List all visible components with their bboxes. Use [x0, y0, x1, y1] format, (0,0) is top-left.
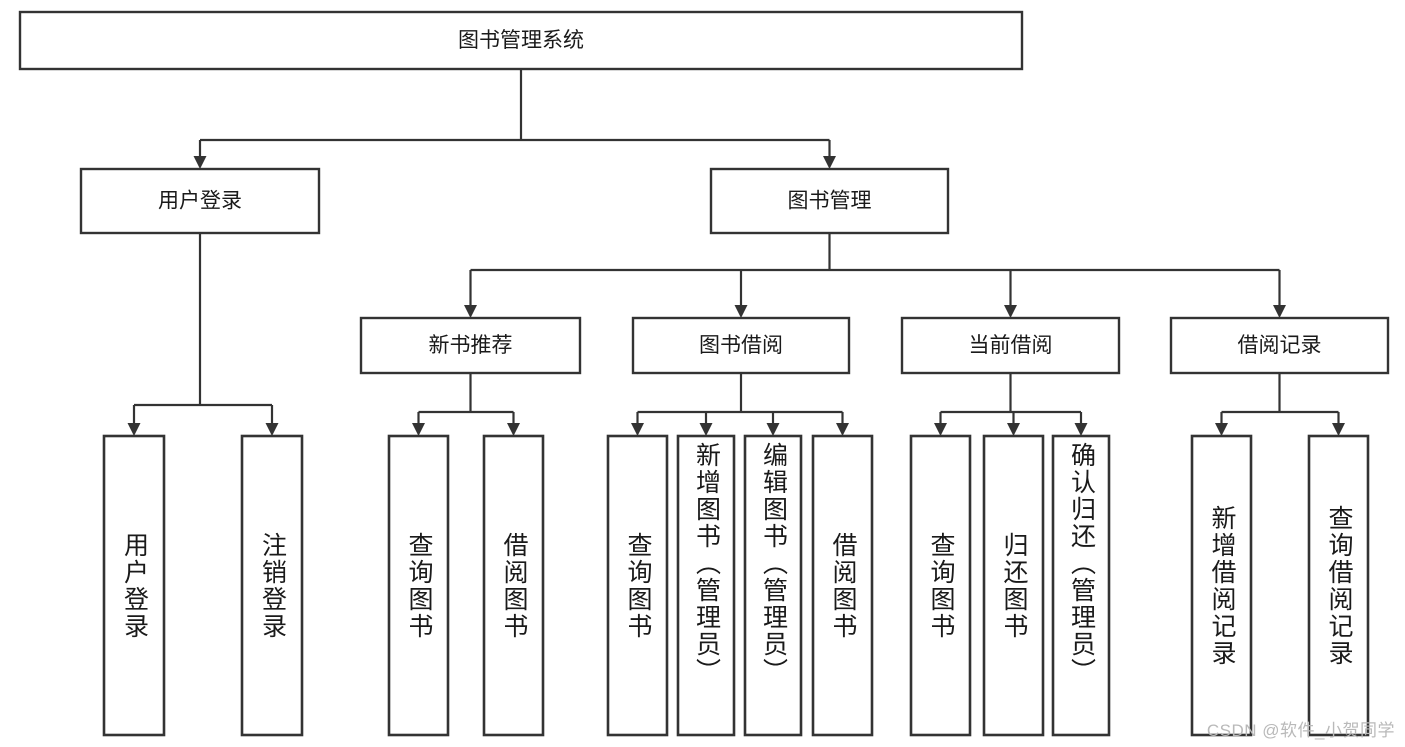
level3-node-current-borrow[interactable] [900, 316, 1121, 375]
arrow-head-root-to-level2-0 [193, 156, 207, 169]
leaf-node-leaf-query-record[interactable] [1307, 434, 1370, 737]
arrow-head-book-borrow-to-leaves-1 [699, 423, 713, 436]
leaf-node-leaf-user-logout[interactable] [240, 434, 304, 737]
level3-node-label-borrow-record: 借阅记录 [1238, 334, 1322, 357]
node-box-layer [18, 10, 1390, 737]
arrow-head-book-borrow-to-leaves-3 [836, 423, 849, 436]
leaf-node-leaf-borrow-book-2[interactable] [811, 434, 874, 737]
arrow-head-borrow-record-to-leaves-0 [1215, 423, 1228, 436]
leaf-node-leaf-query-book-1[interactable] [387, 434, 450, 737]
arrow-head-book-manage-to-level3-2 [1004, 305, 1017, 318]
leaf-node-leaf-query-book-3[interactable] [909, 434, 972, 737]
level3-node-label-new-book-rec: 新书推荐 [429, 334, 513, 357]
leaf-node-leaf-borrow-book-1[interactable] [482, 434, 545, 737]
level2-node-label-user-login: 用户登录 [158, 190, 242, 213]
watermark-text: CSDN @软件_小贺同学 [1206, 721, 1395, 740]
leaf-node-leaf-add-book[interactable] [676, 434, 736, 737]
level3-node-label-book-borrow: 图书借阅 [699, 334, 783, 357]
leaf-node-leaf-edit-book[interactable] [743, 434, 803, 737]
level3-node-borrow-record[interactable] [1169, 316, 1390, 375]
level2-node-label-book-manage: 图书管理 [788, 190, 872, 213]
level3-node-new-book-rec[interactable] [359, 316, 582, 375]
level3-node-label-current-borrow: 当前借阅 [969, 334, 1053, 357]
arrow-head-book-manage-to-level3-0 [464, 305, 477, 318]
arrow-head-book-manage-to-level3-3 [1273, 305, 1286, 318]
leaf-node-leaf-query-book-2[interactable] [606, 434, 669, 737]
arrow-head-book-borrow-to-leaves-0 [631, 423, 644, 436]
arrow-head-user-login-to-leaves-1 [265, 423, 279, 436]
arrow-head-current-borrow-to-leaves-0 [934, 423, 947, 436]
arrow-head-book-borrow-to-leaves-2 [766, 423, 780, 436]
level3-node-book-borrow[interactable] [631, 316, 851, 375]
leaf-node-leaf-confirm-return[interactable] [1051, 434, 1111, 737]
arrow-head-new-book-rec-to-leaves-0 [412, 423, 425, 436]
arrow-head-new-book-rec-to-leaves-1 [507, 423, 520, 436]
leaf-node-leaf-add-record[interactable] [1190, 434, 1253, 737]
root-node-label-root: 图书管理系统 [458, 29, 584, 52]
level2-node-user-login[interactable] [79, 167, 321, 235]
connector-layer [127, 69, 1345, 436]
leaf-node-leaf-user-login[interactable] [102, 434, 166, 737]
root-node-root[interactable] [18, 10, 1024, 71]
level2-node-book-manage[interactable] [709, 167, 950, 235]
arrow-head-current-borrow-to-leaves-2 [1074, 423, 1088, 436]
arrow-head-current-borrow-to-leaves-1 [1007, 423, 1020, 436]
leaf-node-leaf-return-book[interactable] [982, 434, 1045, 737]
arrow-head-book-manage-to-level3-1 [734, 305, 748, 318]
arrow-head-user-login-to-leaves-0 [127, 423, 141, 436]
arrow-head-root-to-level2-1 [823, 156, 836, 169]
arrow-head-borrow-record-to-leaves-1 [1332, 423, 1345, 436]
